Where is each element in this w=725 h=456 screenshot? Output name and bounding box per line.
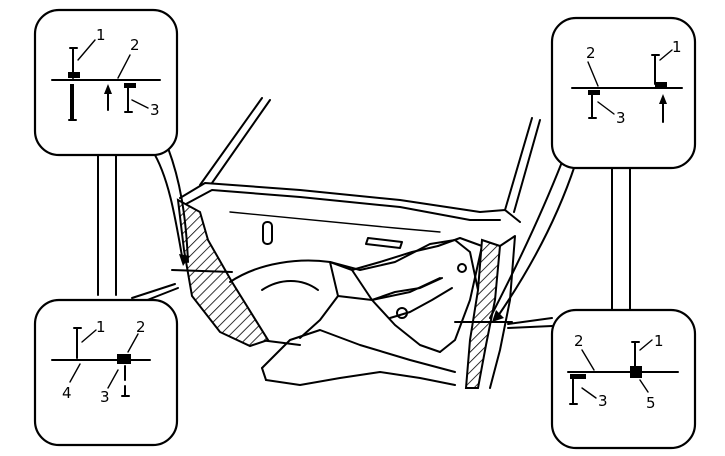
label-1: 1: [96, 26, 106, 44]
label-1: 1: [654, 332, 664, 350]
right-pillar-hatched-section: [464, 238, 502, 389]
label-2: 2: [586, 44, 596, 62]
left-pillar-hatched-section: [176, 198, 270, 348]
label-3: 3: [100, 388, 110, 406]
label-3: 3: [616, 109, 626, 127]
label-1: 1: [96, 318, 106, 336]
label-4: 4: [62, 384, 72, 402]
callout-top-left: 1 2 3: [33, 8, 179, 157]
callout-top-right: 2 1 3: [550, 16, 697, 170]
label-5: 5: [646, 394, 656, 412]
label-2: 2: [130, 36, 140, 54]
car-body-illustration: [171, 97, 541, 389]
callout-bottom-right: 2 1 3 5: [550, 308, 697, 450]
callout-bottom-left: 1 2 4 3: [33, 298, 179, 447]
callout-connectors: [97, 147, 631, 329]
label-3: 3: [598, 392, 608, 410]
label-1: 1: [672, 38, 682, 56]
label-2: 2: [136, 318, 146, 336]
label-3: 3: [150, 101, 160, 119]
label-2: 2: [574, 332, 584, 350]
